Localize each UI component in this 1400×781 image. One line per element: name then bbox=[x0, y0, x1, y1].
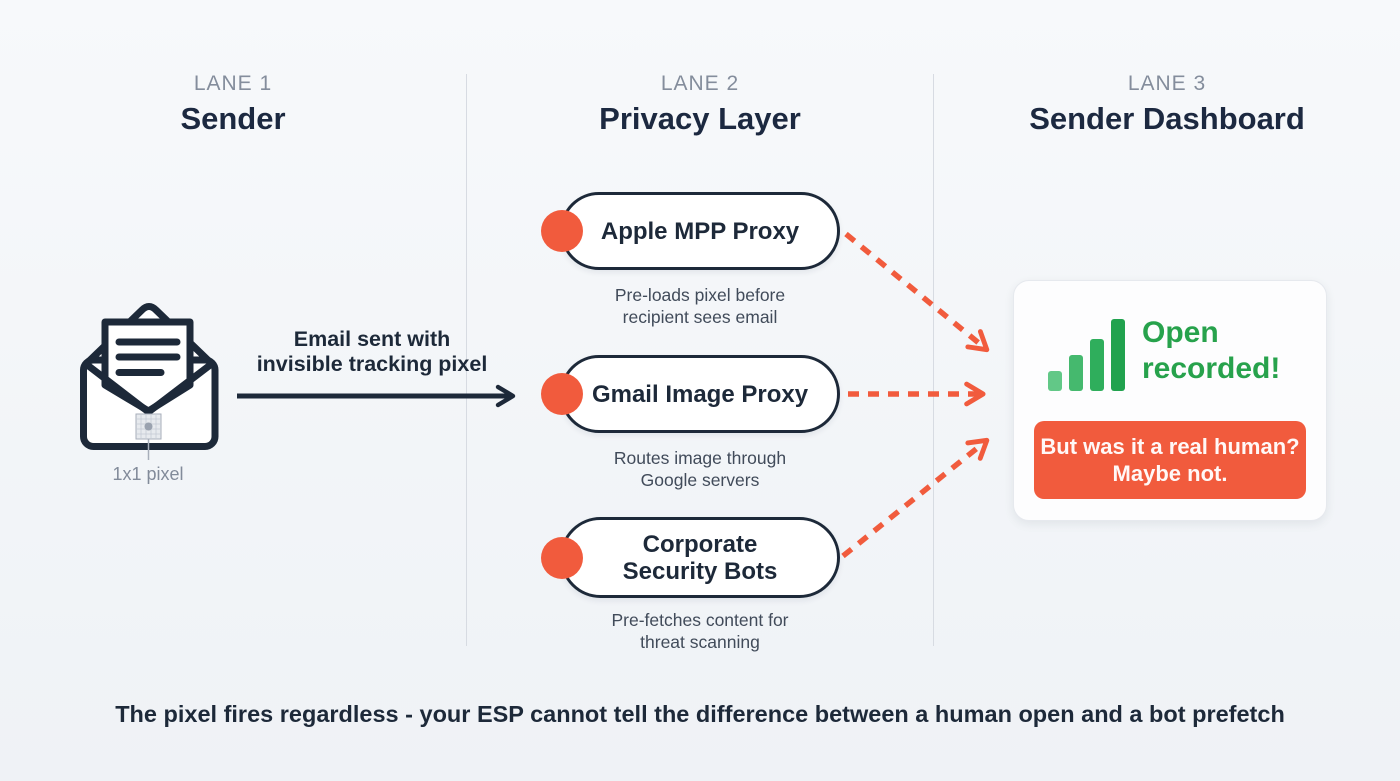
caption-line: recipient sees email bbox=[622, 307, 778, 327]
proxy-name: Corporate Security Bots bbox=[622, 530, 778, 585]
dashed-arrow-apple-to-dashboard bbox=[844, 231, 990, 353]
email-sent-label-line2: invisible tracking pixel bbox=[256, 352, 488, 376]
proxy-name: Gmail Image Proxy bbox=[591, 380, 809, 408]
caption-line: Pre-fetches content for bbox=[611, 610, 789, 630]
proxy-caption-gmail: Routes image through Google servers bbox=[560, 447, 840, 491]
pixel-size-label: 1x1 pixel bbox=[112, 464, 184, 484]
orange-dot-icon bbox=[541, 210, 583, 252]
lane2-header: LANE 2 Privacy Layer bbox=[467, 72, 933, 137]
open-recorded-line2: recorded! bbox=[1142, 352, 1281, 385]
proxy-pill-corporate-bots: Corporate Security Bots bbox=[541, 517, 840, 598]
lane-divider-1 bbox=[466, 74, 467, 646]
orange-dot-icon bbox=[541, 373, 583, 415]
warning-line1: But was it a real human? bbox=[1040, 434, 1300, 459]
lane1-title: Sender bbox=[180, 101, 286, 136]
lane3-title: Sender Dashboard bbox=[1029, 101, 1305, 136]
lane2-eyebrow: LANE 2 bbox=[660, 72, 740, 95]
lane3-header: LANE 3 Sender Dashboard bbox=[934, 72, 1400, 137]
proxy-caption-apple-mpp: Pre-loads pixel before recipient sees em… bbox=[560, 284, 840, 328]
caption-line: threat scanning bbox=[640, 632, 760, 652]
orange-dot-icon bbox=[541, 536, 583, 579]
proxy-pill-apple-mpp: Apple MPP Proxy bbox=[541, 192, 840, 270]
warning-line2: Maybe not. bbox=[1112, 461, 1228, 486]
open-recorded-line1: Open bbox=[1142, 316, 1219, 349]
open-recorded-text: Open recorded! bbox=[1142, 315, 1280, 387]
lane2-title: Privacy Layer bbox=[599, 101, 801, 136]
caption-line: Pre-loads pixel before bbox=[614, 285, 786, 305]
caption-line: Routes image through bbox=[613, 448, 787, 468]
email-sent-label: Email sent with invisible tracking pixel bbox=[240, 327, 504, 377]
proxy-name: Apple MPP Proxy bbox=[600, 217, 800, 245]
proxy-pill-gmail: Gmail Image Proxy bbox=[541, 355, 840, 433]
tracking-pixel-icon bbox=[135, 413, 162, 440]
lane-divider-2 bbox=[933, 74, 934, 646]
proxy-caption-corporate-bots: Pre-fetches content for threat scanning bbox=[560, 609, 840, 653]
lane3-eyebrow: LANE 3 bbox=[1127, 72, 1207, 95]
lane1-eyebrow: LANE 1 bbox=[193, 72, 273, 95]
caption-line: Google servers bbox=[640, 470, 760, 490]
human-open-warning-badge: But was it a real human? Maybe not. bbox=[1034, 421, 1306, 499]
sender-dashboard-card: Open recorded! But was it a real human? … bbox=[1013, 280, 1327, 521]
bar-chart-icon bbox=[1048, 319, 1125, 391]
email-sent-label-line1: Email sent with bbox=[293, 327, 451, 351]
open-envelope-icon bbox=[75, 298, 225, 463]
lane1-header: LANE 1 Sender bbox=[0, 72, 466, 137]
dashed-arrow-bots-to-dashboard bbox=[841, 437, 990, 559]
footer-conclusion-text: The pixel fires regardless - your ESP ca… bbox=[115, 701, 1285, 727]
